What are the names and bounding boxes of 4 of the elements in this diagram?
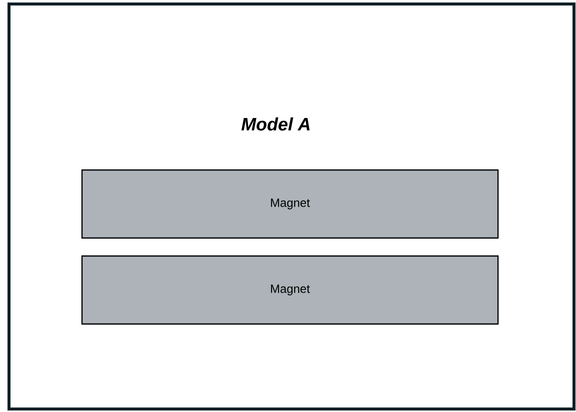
title: Model A xyxy=(241,117,310,131)
magnet-box: Magnet xyxy=(81,169,499,239)
frame-box xyxy=(8,2,576,410)
magnet-box: Magnet xyxy=(81,255,499,325)
